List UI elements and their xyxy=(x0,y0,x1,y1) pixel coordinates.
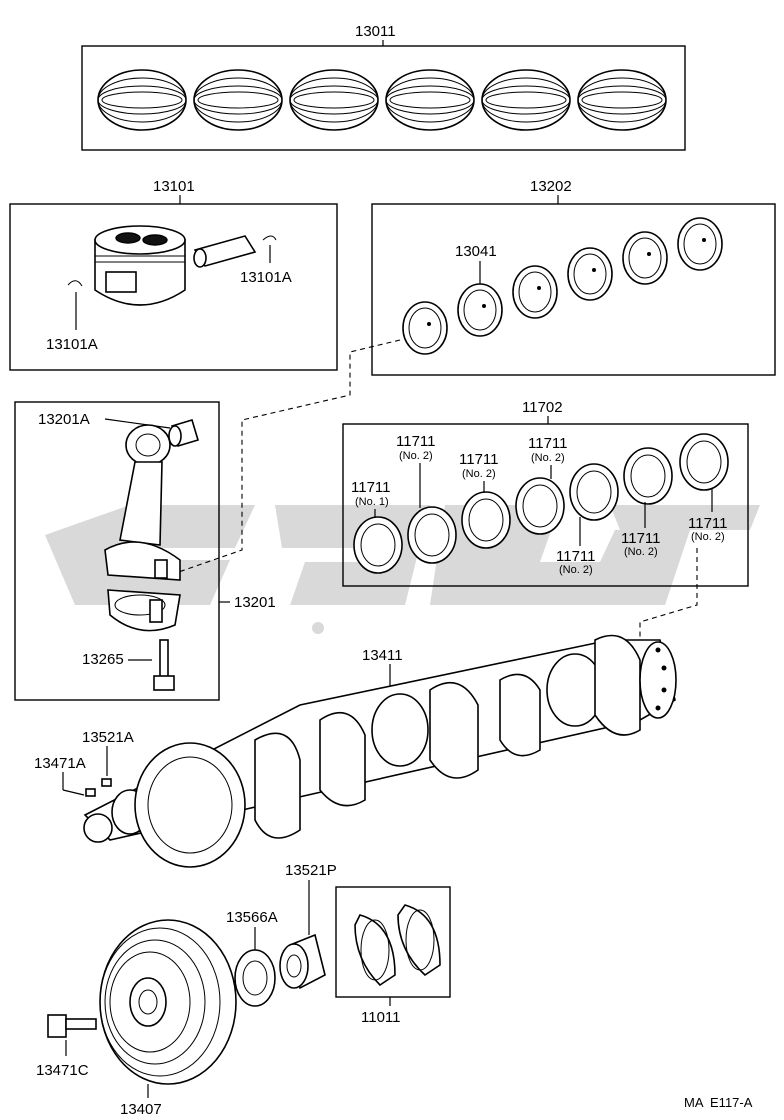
label-main-bearing-6-sub: (No. 2) xyxy=(624,546,658,558)
label-13521A: 13521A xyxy=(82,729,134,746)
label-13471C: 13471C xyxy=(36,1062,89,1079)
conrod-bearing-shells xyxy=(402,217,723,355)
label-main-bearing-5-sub: (No. 2) xyxy=(559,564,593,576)
crank-pulley-illustration xyxy=(99,919,237,1085)
label-main-bearing-7-num: 11711 xyxy=(688,515,728,532)
snap-ring-left-icon xyxy=(67,280,83,287)
label-13201A: 13201A xyxy=(38,411,90,428)
dashed-link-bearing-crank xyxy=(639,548,698,650)
connecting-rod-illustration xyxy=(104,424,181,632)
label-main-bearing-5-num: 11711 xyxy=(556,548,596,565)
piston-group: 13101 13101A 13101A xyxy=(9,178,338,371)
label-13407: 13407 xyxy=(120,1101,162,1118)
conrod-bearing-set-box xyxy=(371,203,776,376)
label-13101: 13101 xyxy=(153,178,195,195)
label-13201: 13201 xyxy=(234,594,276,611)
label-13471A: 13471A xyxy=(34,755,86,772)
snap-ring-right-icon xyxy=(262,235,277,241)
thrust-washer-group: 11011 xyxy=(335,886,451,1026)
label-13202: 13202 xyxy=(530,178,572,195)
piston-box xyxy=(9,203,338,371)
watermark-logo xyxy=(45,505,760,634)
label-13566A: 13566A xyxy=(226,909,278,926)
timing-parts-group: 13521P 13566A xyxy=(226,862,337,1007)
crankshaft-group: 13411 xyxy=(83,634,677,868)
piston-illustration xyxy=(94,225,257,306)
label-13521P: 13521P xyxy=(285,862,337,879)
conrod-bearing-set-group: 13202 13041 xyxy=(371,178,776,376)
label-13041: 13041 xyxy=(455,243,497,260)
figure-reference: MA E117-A xyxy=(684,1095,753,1110)
label-main-bearing-3-num: 11711 xyxy=(459,451,499,468)
label-main-bearing-4-sub: (No. 2) xyxy=(531,452,565,464)
label-main-bearing-4-num: 11711 xyxy=(528,435,568,452)
label-main-bearing-1-num: 11711 xyxy=(351,479,391,496)
thrust-washer-icons xyxy=(354,904,441,987)
conrod-bolt-icon xyxy=(153,639,175,691)
label-13101A-right: 13101A xyxy=(240,269,292,286)
crankshaft-illustration xyxy=(83,634,677,868)
main-bearing-shells xyxy=(353,433,729,574)
conrod-bushing-icon xyxy=(168,419,199,447)
piston-rings xyxy=(97,69,667,131)
piston-ring-set-box xyxy=(81,45,686,151)
label-13011: 13011 xyxy=(355,23,396,40)
label-main-bearing-1-sub: (No. 1) xyxy=(355,496,389,508)
label-main-bearing-2-sub: (No. 2) xyxy=(399,450,433,462)
pulley-bolt-icon xyxy=(47,1014,97,1038)
label-main-bearing-6-num: 11711 xyxy=(621,530,661,547)
label-11702: 11702 xyxy=(522,399,563,416)
label-11011: 11011 xyxy=(361,1009,401,1026)
main-bearing-set-group: 11702 11711 (No. 1) 11711 (No. 2) 11711 … xyxy=(342,399,749,587)
thrust-washer-box xyxy=(335,886,451,998)
main-bearing-set-box xyxy=(342,423,749,587)
crank-key-group: 13521A 13471A xyxy=(34,729,134,797)
timing-gear-icon xyxy=(234,949,276,1007)
piston-ring-set-group: 13011 xyxy=(81,23,686,151)
crank-pulley-group: 13407 13471C xyxy=(36,919,237,1118)
connecting-rod-group: 13201A 13201 13265 xyxy=(14,401,276,701)
crank-key-p-icon xyxy=(279,933,326,990)
label-13265: 13265 xyxy=(82,651,124,668)
crank-key-icon xyxy=(101,778,112,787)
label-main-bearing-3-sub: (No. 2) xyxy=(462,468,496,480)
connecting-rod-box xyxy=(14,401,220,701)
label-main-bearing-2-num: 11711 xyxy=(396,433,436,450)
label-main-bearing-7-sub: (No. 2) xyxy=(691,531,725,543)
label-13101A-left: 13101A xyxy=(46,336,98,353)
label-13411: 13411 xyxy=(362,647,403,664)
crank-pin-icon xyxy=(85,788,96,797)
